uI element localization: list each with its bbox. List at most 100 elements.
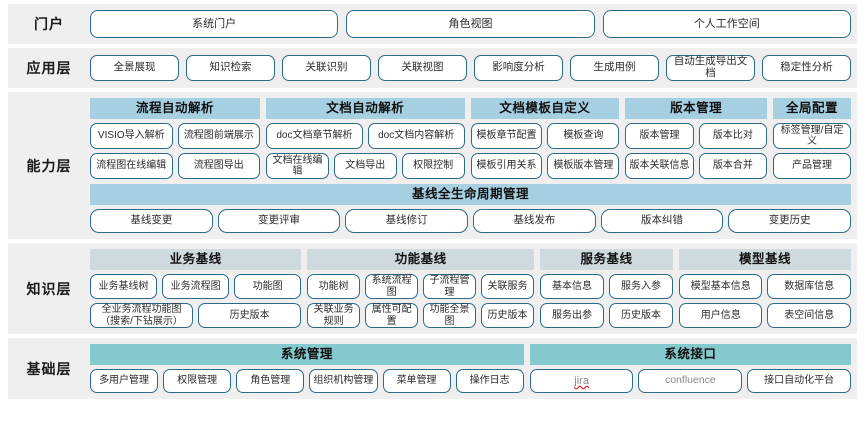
layer-label-knowledge: 知识层 <box>26 280 72 297</box>
base-item-0-0-0[interactable]: 多用户管理 <box>90 369 159 393</box>
knowledge-item-3-1-0[interactable]: 用户信息 <box>678 303 763 328</box>
layer-body-portal: 系统门户 角色视图 个人工作空间 <box>90 4 857 44</box>
lifecycle-item-3[interactable]: 基线发布 <box>473 209 596 233</box>
capability-item-0-0-0[interactable]: VISIO导入解析 <box>90 123 173 149</box>
knowledge-item-1-0-1[interactable]: 系统流程图 <box>365 274 419 299</box>
capability-item-4-0-0[interactable]: 标签管理/自定义 <box>773 123 851 149</box>
capability-item-0-1-1[interactable]: 流程图导出 <box>177 153 261 179</box>
knowledge-item-0-1-1[interactable]: 历史版本 <box>198 303 302 328</box>
capability-item-2-1-0[interactable]: 模板引用关系 <box>470 153 543 179</box>
knowledge-item-1-0-0[interactable]: 功能树 <box>307 274 361 299</box>
knowledge-groups: 业务基线业务基线树业务流程图功能图全业务流程功能图（搜索/下钻展示）历史版本功能… <box>90 249 851 328</box>
capability-item-2-0-1[interactable]: 模板查询 <box>547 123 620 149</box>
layer-knowledge: 知识层 业务基线业务基线树业务流程图功能图全业务流程功能图（搜索/下钻展示）历史… <box>8 243 857 334</box>
capability-group-2-row-1: 模板引用关系模板版本管理 <box>470 153 620 179</box>
app-item-6[interactable]: 自动生成导出文档 <box>666 55 755 81</box>
knowledge-item-3-0-0[interactable]: 模型基本信息 <box>678 274 763 299</box>
base-item-1-0-0[interactable]: jira <box>529 369 634 393</box>
base-item-1-0-1[interactable]: confluence <box>638 369 743 393</box>
base-item-0-0-2[interactable]: 角色管理 <box>236 369 305 393</box>
capability-group-0-row-1: 流程图在线编辑流程图导出 <box>90 153 261 179</box>
base-item-0-0-3[interactable]: 组织机构管理 <box>309 369 378 393</box>
capability-item-1-0-0[interactable]: doc文档章节解析 <box>266 123 363 149</box>
capability-item-3-0-0[interactable]: 版本管理 <box>625 123 694 149</box>
capability-group-2-header: 文档模板自定义 <box>470 98 620 119</box>
capability-group-0-row-0: VISIO导入解析流程图前端展示 <box>90 123 261 149</box>
capability-group-4-row-0: 标签管理/自定义 <box>773 123 851 149</box>
capability-item-1-1-2[interactable]: 权限控制 <box>401 153 465 179</box>
knowledge-item-2-0-0[interactable]: 基本信息 <box>539 274 604 299</box>
knowledge-item-0-1-0[interactable]: 全业务流程功能图（搜索/下钻展示） <box>90 303 194 328</box>
capability-item-2-1-1[interactable]: 模板版本管理 <box>547 153 620 179</box>
app-item-3[interactable]: 关联视图 <box>378 55 467 81</box>
lifecycle-item-5[interactable]: 变更历史 <box>728 209 852 233</box>
capability-group-2-row-0: 模板章节配置模板查询 <box>470 123 620 149</box>
base-group-1-row-0: jira confluence 接口自动化平台 <box>529 369 852 393</box>
knowledge-group-2-header: 服务基线 <box>539 249 673 270</box>
layer-label-base: 基础层 <box>26 360 72 377</box>
knowledge-group-2-row-0: 基本信息服务入参 <box>539 274 673 299</box>
knowledge-item-3-0-1[interactable]: 数据库信息 <box>767 274 851 299</box>
knowledge-item-2-1-1[interactable]: 历史版本 <box>608 303 673 328</box>
capability-group-3-row-0: 版本管理版本比对 <box>625 123 768 149</box>
knowledge-item-1-1-1[interactable]: 属性可配置 <box>365 303 419 328</box>
app-item-4[interactable]: 影响度分析 <box>474 55 563 81</box>
knowledge-item-2-1-0[interactable]: 服务出参 <box>539 303 604 328</box>
portal-item-1[interactable]: 角色视图 <box>346 10 595 38</box>
lifecycle-item-0[interactable]: 基线变更 <box>90 209 213 233</box>
capability-item-1-1-0[interactable]: 文档在线编辑 <box>266 153 329 179</box>
capability-item-3-0-1[interactable]: 版本比对 <box>698 123 768 149</box>
confluence-label: confluence <box>664 374 716 387</box>
capability-item-3-1-1[interactable]: 版本合并 <box>698 153 768 179</box>
portal-item-0[interactable]: 系统门户 <box>90 10 339 38</box>
base-item-0-0-1[interactable]: 权限管理 <box>163 369 232 393</box>
app-item-7[interactable]: 稳定性分析 <box>762 55 851 81</box>
knowledge-item-1-1-3[interactable]: 历史版本 <box>481 303 534 328</box>
knowledge-item-1-0-2[interactable]: 子流程管理 <box>423 274 477 299</box>
app-item-5[interactable]: 生成用例 <box>570 55 659 81</box>
capability-item-3-1-0[interactable]: 版本关联信息 <box>625 153 694 179</box>
capability-item-2-0-0[interactable]: 模板章节配置 <box>470 123 543 149</box>
capability-item-4-1-0[interactable]: 产品管理 <box>773 153 851 179</box>
knowledge-group-2-row-1: 服务出参历史版本 <box>539 303 673 328</box>
app-item-0[interactable]: 全景展现 <box>90 55 179 81</box>
base-item-0-0-4[interactable]: 菜单管理 <box>382 369 451 393</box>
knowledge-item-1-1-2[interactable]: 功能全景图 <box>423 303 477 328</box>
knowledge-item-2-0-1[interactable]: 服务入参 <box>608 274 673 299</box>
lifecycle-item-4[interactable]: 版本纠错 <box>600 209 724 233</box>
lifecycle-item-1[interactable]: 变更评审 <box>217 209 341 233</box>
lifecycle-items: 基线变更变更评审基线修订基线发布版本纠错变更历史 <box>90 209 852 233</box>
base-item-0-0-5[interactable]: 操作日志 <box>455 369 524 393</box>
knowledge-item-1-1-0[interactable]: 关联业务规则 <box>307 303 361 328</box>
capability-item-1-1-1[interactable]: 文档导出 <box>333 153 397 179</box>
base-item-1-0-2[interactable]: 接口自动化平台 <box>747 369 852 393</box>
knowledge-item-0-0-1[interactable]: 业务流程图 <box>162 274 230 299</box>
capability-group-3-header: 版本管理 <box>625 98 768 119</box>
layer-label-portal: 门户 <box>34 16 64 32</box>
app-item-1[interactable]: 知识检索 <box>186 55 275 81</box>
knowledge-item-0-0-2[interactable]: 功能图 <box>234 274 302 299</box>
knowledge-item-3-1-1[interactable]: 表空间信息 <box>767 303 851 328</box>
knowledge-item-0-0-0[interactable]: 业务基线树 <box>90 274 158 299</box>
layer-body-knowledge: 业务基线业务基线树业务流程图功能图全业务流程功能图（搜索/下钻展示）历史版本功能… <box>90 243 857 334</box>
knowledge-group-2: 服务基线基本信息服务入参服务出参历史版本 <box>539 249 673 328</box>
app-item-2[interactable]: 关联识别 <box>282 55 371 81</box>
capability-item-0-1-0[interactable]: 流程图在线编辑 <box>90 153 173 179</box>
capability-group-1-row-1: 文档在线编辑文档导出权限控制 <box>266 153 465 179</box>
knowledge-group-1-header: 功能基线 <box>307 249 534 270</box>
lifecycle-item-2[interactable]: 基线修订 <box>345 209 469 233</box>
knowledge-group-0-header: 业务基线 <box>90 249 302 270</box>
capability-item-0-0-1[interactable]: 流程图前端展示 <box>177 123 261 149</box>
capability-item-1-0-1[interactable]: doc文档内容解析 <box>367 123 465 149</box>
knowledge-group-3-row-1: 用户信息表空间信息 <box>678 303 851 328</box>
base-group-0: 系统管理多用户管理权限管理角色管理组织机构管理菜单管理操作日志 <box>90 344 524 393</box>
portal-item-2[interactable]: 个人工作空间 <box>602 10 851 38</box>
capability-group-2: 文档模板自定义模板章节配置模板查询模板引用关系模板版本管理 <box>470 98 620 179</box>
knowledge-item-1-0-3[interactable]: 关联服务 <box>481 274 534 299</box>
